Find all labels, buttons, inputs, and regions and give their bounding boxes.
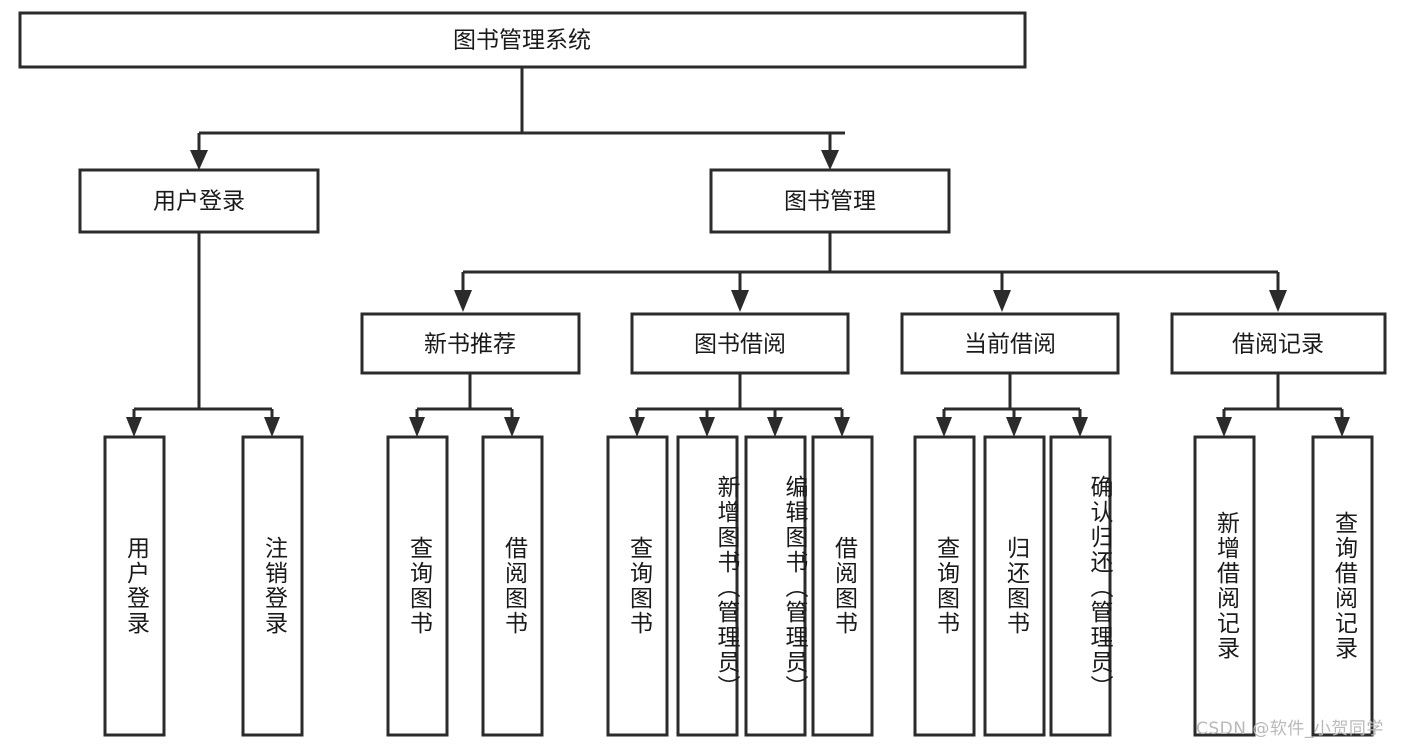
connector-group-borrow-record: [1216, 373, 1350, 437]
node-borrow-record[interactable]: 借阅记录: [1170, 312, 1387, 375]
connector-group-current-borrow: [936, 373, 1088, 437]
node-label-book-borrow: 图书借阅: [694, 332, 786, 358]
connector-group-book-management: [454, 232, 1287, 312]
leaf-box-confirm-return[interactable]: [1049, 435, 1112, 737]
node-book-management[interactable]: 图书管理: [709, 168, 951, 234]
node-label-new-book-recommend: 新书推荐: [424, 332, 516, 358]
node-label-current-borrow: 当前借阅: [964, 332, 1056, 358]
leaf-box-query-record[interactable]: [1311, 435, 1374, 737]
leaf-box-add-record[interactable]: [1193, 435, 1256, 737]
leaf-box-return-book[interactable]: [983, 435, 1046, 737]
node-label-book-management: 图书管理: [784, 189, 876, 215]
leaf-box-add-book[interactable]: [676, 435, 739, 737]
leaf-box-query-book-2[interactable]: [606, 435, 669, 737]
leaf-box-group: [103, 435, 1374, 737]
leaf-box-borrow-book-1[interactable]: [481, 435, 544, 737]
node-current-borrow[interactable]: 当前借阅: [900, 312, 1120, 375]
connector-group-root: [190, 67, 845, 170]
leaf-box-user-login[interactable]: [103, 435, 166, 737]
csdn-watermark: CSDN @软件_小贺同学: [1196, 719, 1384, 739]
leaf-box-query-book-1[interactable]: [386, 435, 449, 737]
node-new-book-recommend[interactable]: 新书推荐: [360, 312, 581, 375]
connector-group-book-borrow: [629, 373, 850, 437]
node-label-user-login: 用户登录: [153, 189, 245, 215]
connector-group-new-book-recommend: [409, 373, 520, 437]
leaf-box-edit-book[interactable]: [744, 435, 807, 737]
node-label-borrow-record: 借阅记录: [1232, 332, 1324, 358]
leaf-box-logout-login[interactable]: [241, 435, 304, 737]
node-label-book-management-system: 图书管理系统: [453, 28, 591, 54]
connector-group-user-login: [126, 232, 280, 437]
node-user-login[interactable]: 用户登录: [78, 168, 320, 234]
node-book-borrow[interactable]: 图书借阅: [630, 312, 850, 375]
leaf-box-borrow-book-2[interactable]: [811, 435, 874, 737]
node-book-management-system[interactable]: 图书管理系统: [18, 11, 1027, 69]
leaf-box-query-book-3[interactable]: [913, 435, 976, 737]
